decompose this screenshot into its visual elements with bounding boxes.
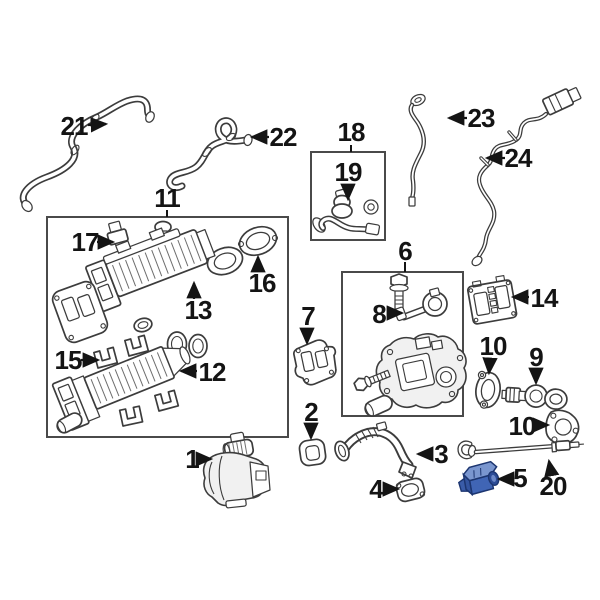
part-3-pipe[interactable]: [332, 421, 417, 479]
callout-16[interactable]: 16: [248, 268, 277, 298]
callout-2[interactable]: 2: [304, 397, 319, 427]
part-5-selected-connector[interactable]: [456, 460, 501, 497]
callout-24[interactable]: 24: [504, 143, 533, 173]
part-2-gasket[interactable]: [298, 438, 327, 467]
callout-8[interactable]: 8: [372, 299, 387, 329]
callout-9[interactable]: 9: [529, 342, 544, 372]
part-21-hose[interactable]: [19, 95, 156, 214]
clamp-b[interactable]: [124, 334, 150, 357]
callout-arrow-21: [87, 117, 109, 133]
callout-11[interactable]: 11: [154, 183, 180, 213]
callout-21[interactable]: 21: [60, 111, 89, 141]
callout-14[interactable]: 14: [530, 283, 559, 313]
callout-7[interactable]: 7: [301, 301, 316, 331]
callout-6[interactable]: 6: [398, 236, 413, 266]
callout-13[interactable]: 13: [184, 295, 213, 325]
part-23-sensor-cable[interactable]: [408, 92, 427, 207]
gasket-oval-box11[interactable]: [204, 243, 247, 280]
callout-3[interactable]: 3: [434, 439, 449, 469]
part-7-gasket[interactable]: [290, 337, 341, 387]
part-9-valve[interactable]: [501, 383, 568, 411]
callout-23[interactable]: 23: [467, 103, 496, 133]
callout-10b[interactable]: 10: [508, 411, 537, 441]
callout-17[interactable]: 17: [71, 227, 100, 257]
bolt-angled-box6[interactable]: [353, 367, 391, 393]
clamp-c[interactable]: [118, 405, 144, 427]
callout-arrow-10a: [482, 357, 498, 376]
callout-arrow-20: [544, 458, 560, 478]
cylinder-box11[interactable]: [55, 411, 85, 436]
part-13-egr-cooler[interactable]: [82, 214, 219, 313]
part-1-egr-valve-assembly[interactable]: [202, 431, 271, 509]
part-22-hose[interactable]: [166, 117, 253, 192]
callout-1[interactable]: 1: [185, 444, 200, 474]
callout-20[interactable]: 20: [539, 471, 568, 501]
part-20-tube[interactable]: [457, 439, 584, 460]
clamp-d[interactable]: [154, 389, 180, 412]
callout-10a[interactable]: 10: [479, 331, 508, 361]
callout-arrows: [81, 110, 560, 497]
part-10-gasket-upper[interactable]: [474, 370, 503, 410]
callout-15[interactable]: 15: [54, 345, 83, 375]
egr-valve-assembly-box6[interactable]: [375, 333, 467, 409]
part-8-egr-tube[interactable]: [394, 287, 448, 322]
o-ring-small[interactable]: [133, 316, 154, 333]
part-14-plate[interactable]: [466, 275, 518, 325]
callout-12[interactable]: 12: [198, 357, 227, 387]
bushing-box6[interactable]: [363, 393, 395, 418]
callout-5[interactable]: 5: [513, 463, 528, 493]
callout-19[interactable]: 19: [334, 157, 363, 187]
callout-22[interactable]: 22: [269, 122, 298, 152]
part-16-gasket[interactable]: [235, 222, 281, 261]
callout-18[interactable]: 18: [337, 117, 366, 147]
gasket-plate-box11[interactable]: [50, 279, 110, 345]
callout-4[interactable]: 4: [369, 474, 384, 504]
part-12-egr-cooler[interactable]: [51, 333, 199, 431]
part-4-gasket[interactable]: [395, 477, 426, 503]
